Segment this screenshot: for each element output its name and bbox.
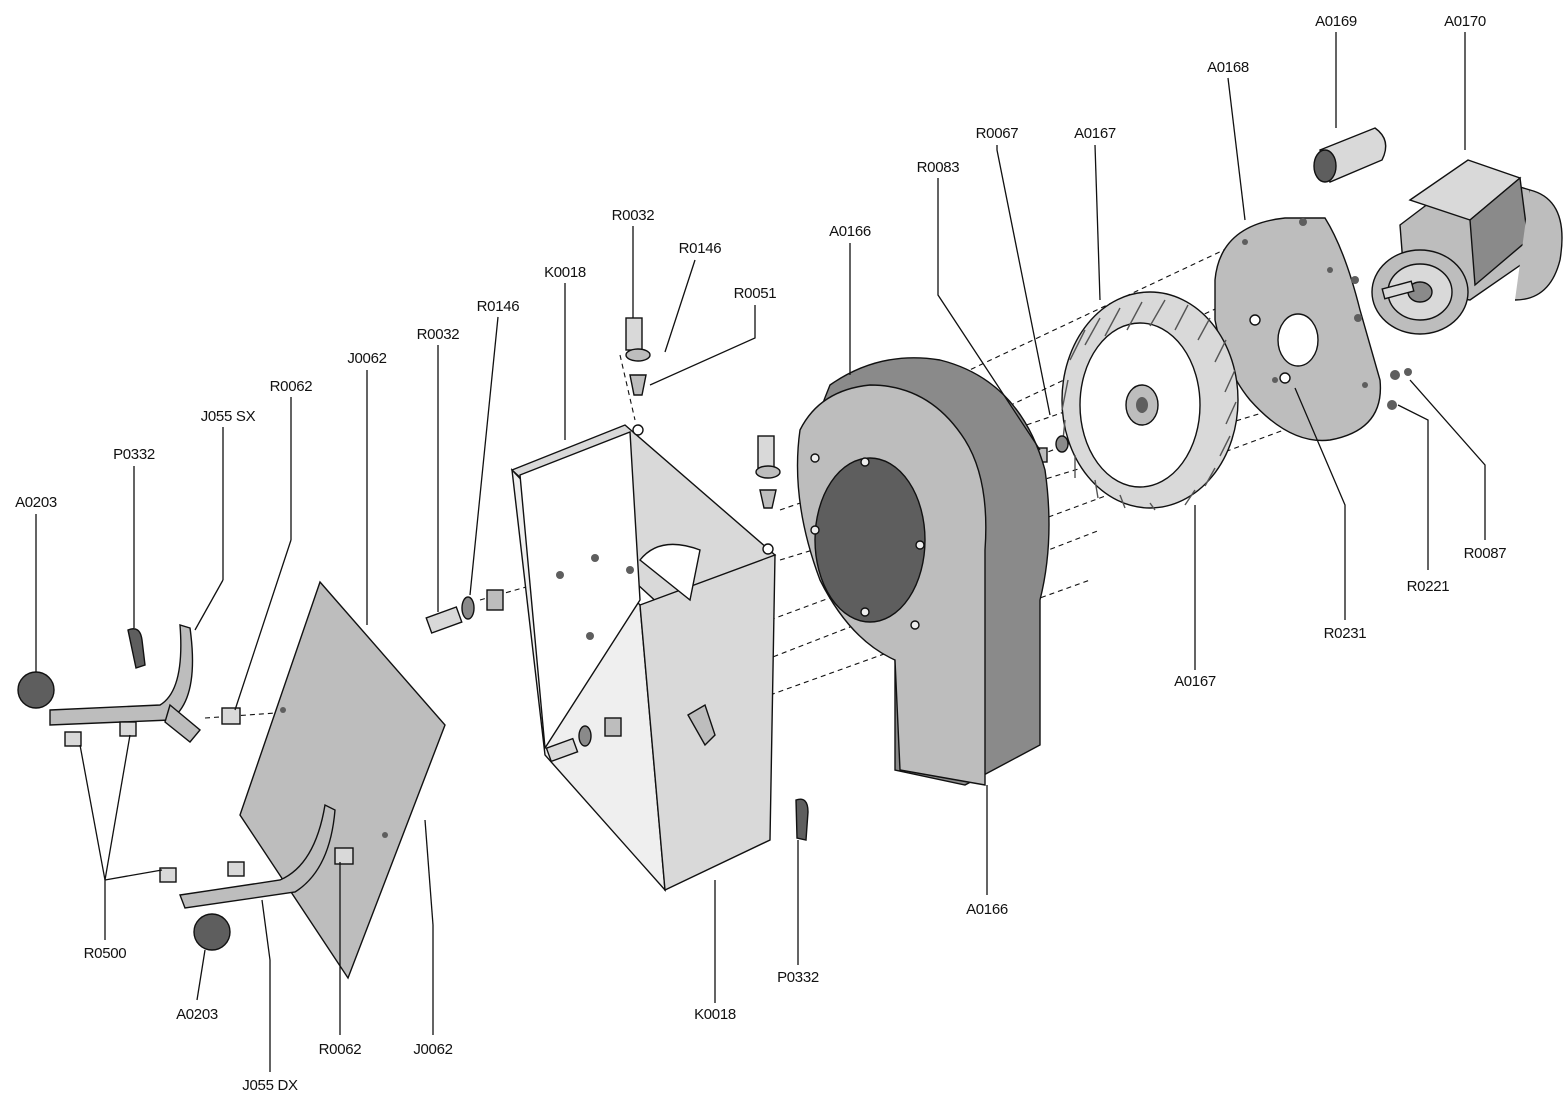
label-r0087: R0087 [1464,545,1507,562]
label-a0167-top: A0167 [1074,125,1116,142]
label-r0083: R0083 [917,159,960,176]
label-a0167-bottom: A0167 [1174,673,1216,690]
label-a0169: A0169 [1315,13,1357,30]
label-r0146-mid: R0146 [477,298,520,315]
label-r0062-top: R0062 [270,378,313,395]
label-p0332-bottom: P0332 [777,969,819,986]
label-r0032-mid: R0032 [417,326,460,343]
label-a0166-top: A0166 [829,223,871,240]
frame-fasteners [425,317,781,763]
label-a0166-bottom: A0166 [966,901,1008,918]
part-labels: A0169 A0170 A0168 R0067 A0167 R0083 A016… [15,13,1507,1094]
frame-k0018 [510,424,777,893]
label-r0067: R0067 [976,125,1019,142]
label-r0146-top: R0146 [679,240,722,257]
scroll-housing-a0166 [796,357,1050,786]
label-r0062-bottom: R0062 [319,1041,362,1058]
leader-lines [35,32,1486,1072]
handles-p0332 [127,628,809,841]
label-k0018-bottom: K0018 [694,1006,736,1023]
fan-wheel-a0167 [1061,291,1239,511]
label-a0203-top: A0203 [15,494,57,511]
motor-a0170 [1371,159,1563,335]
bracket-j055-dx [159,803,354,951]
label-j0062-top: J0062 [347,350,386,367]
label-r0221: R0221 [1407,578,1450,595]
label-r0051: R0051 [734,285,777,302]
bracket-j055-sx [17,624,241,747]
label-r0231: R0231 [1324,625,1367,642]
label-r0500: R0500 [84,945,127,962]
label-a0203-bottom: A0203 [176,1006,218,1023]
capacitor-a0169 [1313,127,1387,183]
motor-fasteners [1351,276,1412,410]
motor-plate-a0168 [1214,217,1382,442]
label-j055-dx: J055 DX [242,1077,298,1094]
label-j055-sx: J055 SX [201,408,256,425]
label-a0168: A0168 [1207,59,1249,76]
panel-j0062 [239,580,446,980]
label-j0062-bottom: J0062 [413,1041,452,1058]
label-k0018-top: K0018 [544,264,586,281]
label-r0032-top: R0032 [612,207,655,224]
label-a0170: A0170 [1444,13,1486,30]
label-p0332-top: P0332 [113,446,155,463]
